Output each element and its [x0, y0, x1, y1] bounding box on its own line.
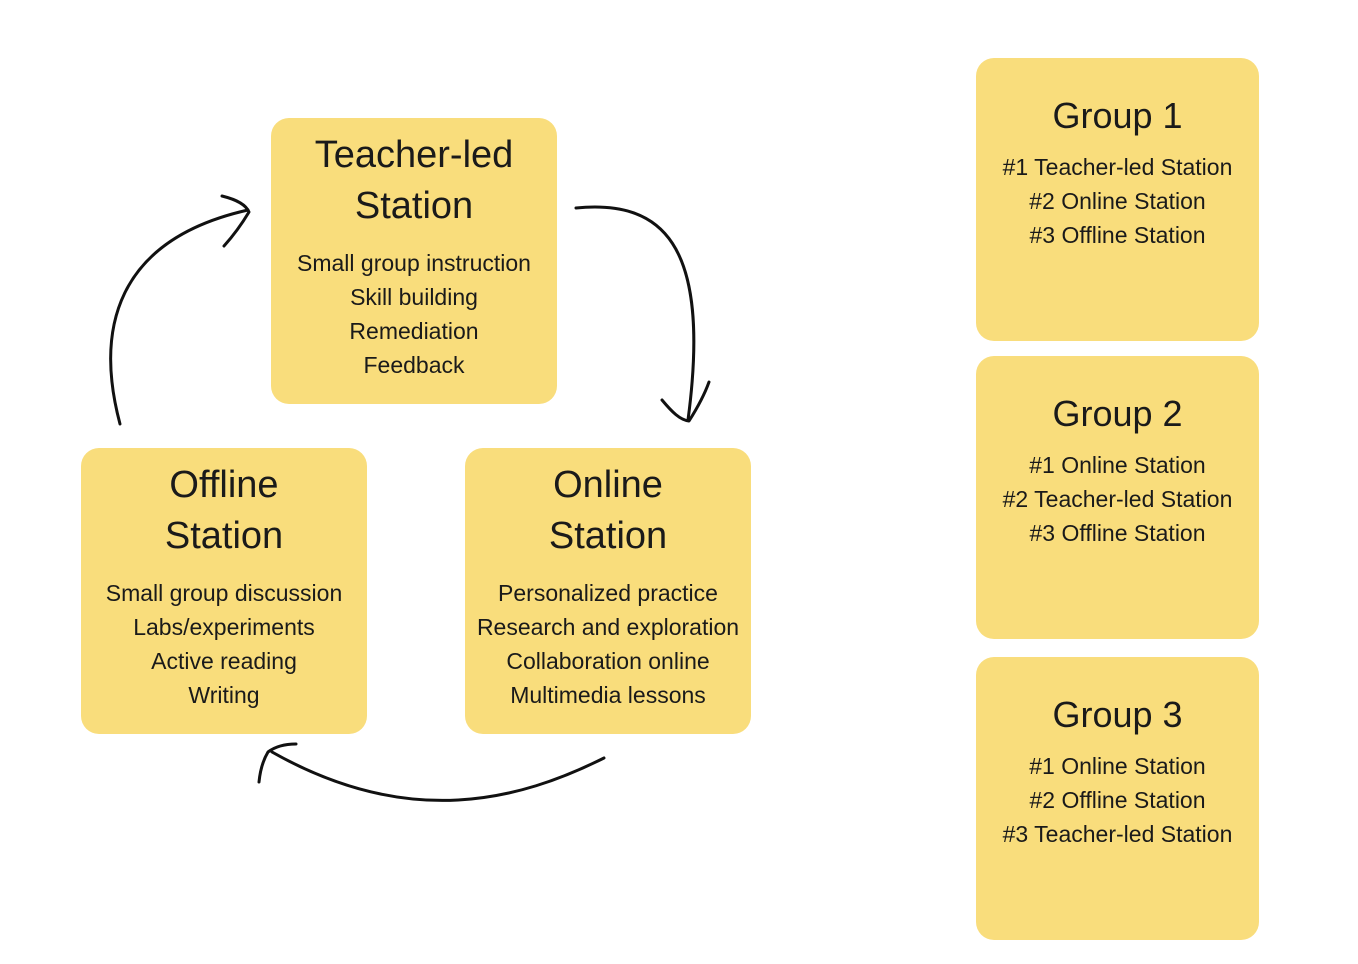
station-title-line1: Online — [553, 464, 663, 506]
station-title-line1: Teacher-led — [314, 134, 514, 176]
list-item: #2 Offline Station — [1029, 787, 1206, 813]
station-activity-list: Small group discussion Labs/experiments … — [81, 576, 367, 712]
online-station-card: Online Station Personalized practice Res… — [465, 448, 751, 734]
station-title: Offline Station — [81, 460, 367, 562]
list-item: Writing — [188, 682, 260, 708]
group-1-card: Group 1 #1 Teacher-led Station #2 Online… — [976, 58, 1259, 341]
list-item: Skill building — [350, 284, 478, 310]
station-title: Teacher-led Station — [271, 130, 557, 232]
list-item: #1 Online Station — [1029, 452, 1206, 478]
list-item: Feedback — [363, 352, 465, 378]
arrowhead-online-to-offline — [257, 742, 298, 784]
list-item: #1 Online Station — [1029, 753, 1206, 779]
group-rotation-list: #1 Online Station #2 Offline Station #3 … — [976, 749, 1259, 851]
list-item: Labs/experiments — [133, 614, 315, 640]
list-item: #3 Teacher-led Station — [1002, 821, 1233, 847]
list-item: #1 Teacher-led Station — [1002, 154, 1233, 180]
list-item: Research and exploration — [476, 614, 740, 640]
group-title: Group 3 — [1052, 694, 1183, 735]
station-activity-list: Personalized practice Research and explo… — [465, 576, 751, 712]
station-activity-list: Small group instruction Skill building R… — [271, 246, 557, 382]
list-item: #2 Online Station — [1029, 188, 1206, 214]
station-title: Online Station — [465, 460, 751, 562]
arrowhead-offline-to-teacher — [220, 194, 251, 248]
list-item: Multimedia lessons — [510, 682, 706, 708]
group-2-card: Group 2 #1 Online Station #2 Teacher-led… — [976, 356, 1259, 639]
offline-station-card: Offline Station Small group discussion L… — [81, 448, 367, 734]
group-title: Group 1 — [1052, 95, 1183, 136]
list-item: Personalized practice — [498, 580, 718, 606]
list-item: Collaboration online — [506, 648, 710, 674]
station-title-line1: Offline — [169, 464, 279, 506]
list-item: Small group instruction — [297, 250, 531, 276]
teacher-led-station-card: Teacher-led Station Small group instruct… — [271, 118, 557, 404]
group-rotation-list: #1 Teacher-led Station #2 Online Station… — [976, 150, 1259, 252]
arrow-offline-to-teacher — [109, 208, 250, 426]
list-item: Small group discussion — [105, 580, 343, 606]
arrow-teacher-to-online — [574, 205, 696, 422]
arrowhead-teacher-to-online — [660, 380, 711, 423]
group-3-card: Group 3 #1 Online Station #2 Offline Sta… — [976, 657, 1259, 940]
list-item: #3 Offline Station — [1029, 520, 1206, 546]
arrow-online-to-offline — [270, 750, 606, 802]
station-title-line2: Station — [164, 515, 284, 557]
group-rotation-list: #1 Online Station #2 Teacher-led Station… — [976, 448, 1259, 550]
list-item: Remediation — [349, 318, 479, 344]
list-item: #2 Teacher-led Station — [1002, 486, 1233, 512]
station-title-line2: Station — [354, 185, 474, 227]
station-title-line2: Station — [548, 515, 668, 557]
group-title: Group 2 — [1052, 393, 1183, 434]
list-item: #3 Offline Station — [1029, 222, 1206, 248]
list-item: Active reading — [151, 648, 297, 674]
